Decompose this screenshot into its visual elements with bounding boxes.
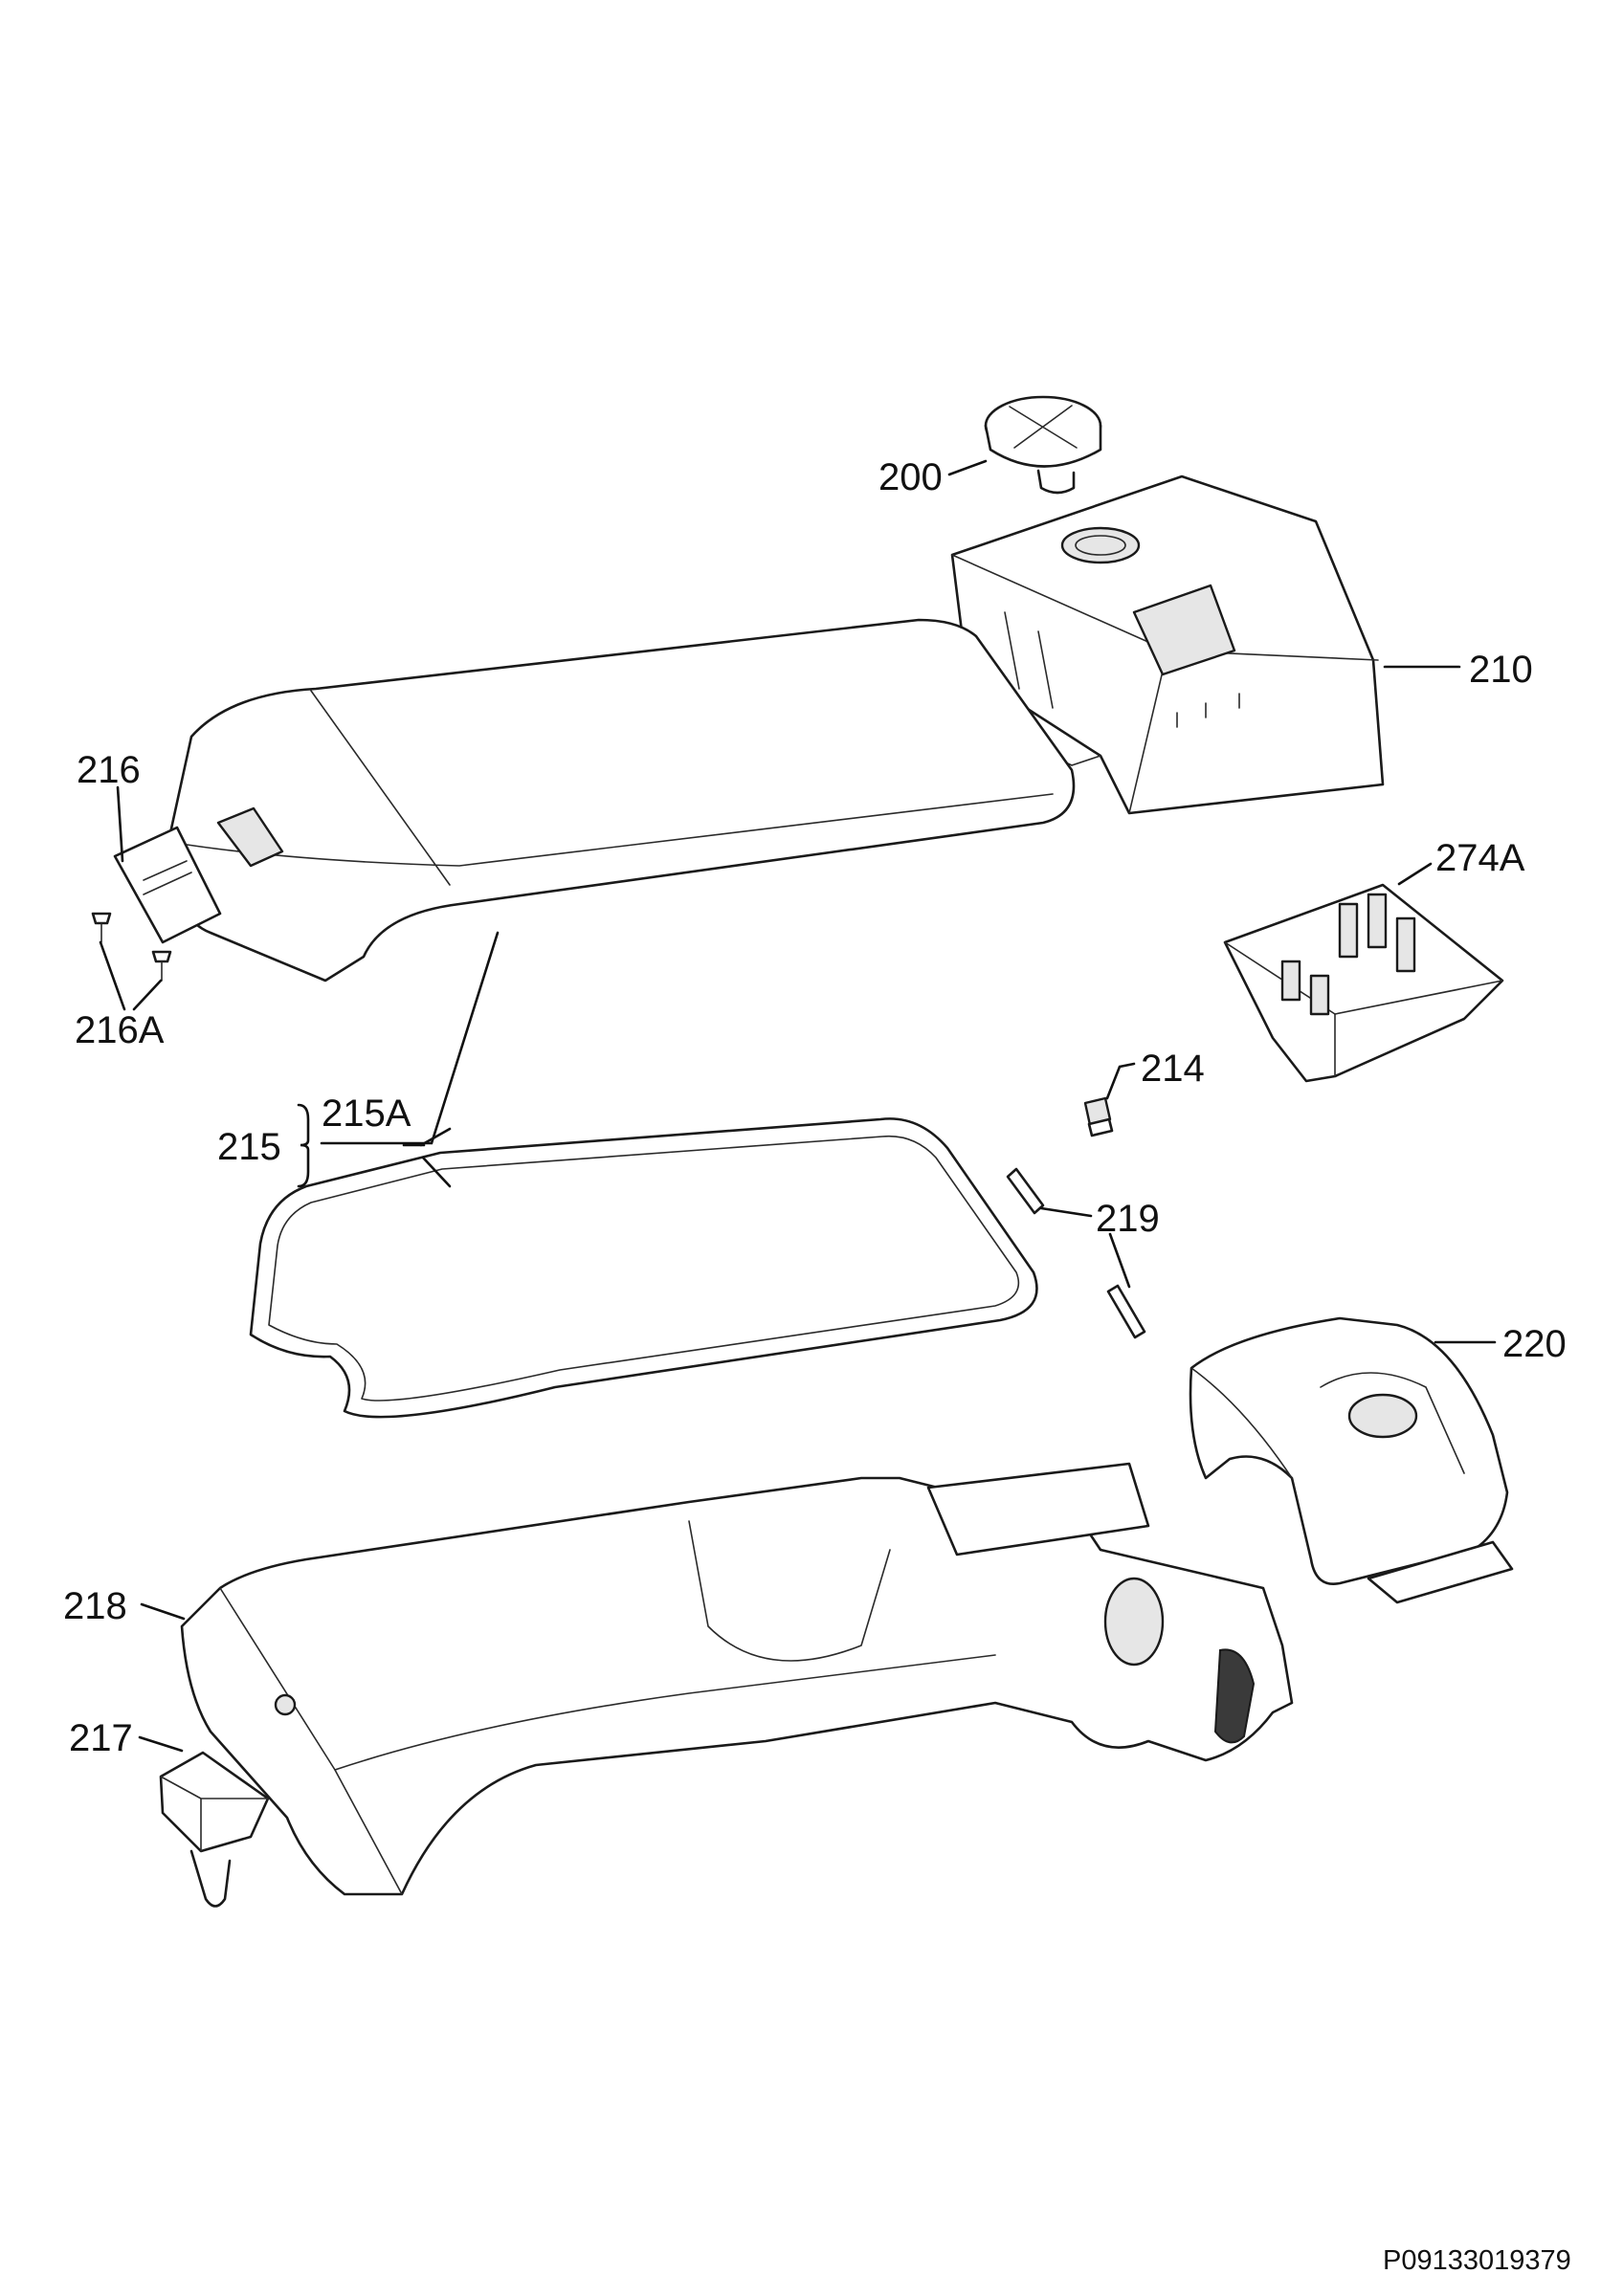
callout-219: 219 (1096, 1198, 1160, 1240)
leader-lines (99, 459, 1497, 1753)
part-200-knob (984, 395, 1102, 495)
part-216a-screws (91, 912, 172, 982)
callout-215: 215 (217, 1126, 281, 1168)
part-216-cover (113, 826, 222, 944)
callout-200: 200 (878, 456, 943, 498)
part-214-clip (1083, 1096, 1114, 1137)
callout-218: 218 (63, 1585, 127, 1627)
part-217-lock (159, 1751, 270, 1908)
document-id: P09133019379 (1383, 2245, 1571, 2276)
callout-215a: 215A (322, 1093, 411, 1135)
callout-labels: 200 210 216 274A 216A 214 215 215A 219 2… (63, 456, 1567, 1759)
callout-216a: 216A (75, 1009, 165, 1051)
callout-210: 210 (1469, 649, 1533, 691)
callout-216: 216 (77, 749, 141, 791)
part-215a-gasket (249, 1117, 1038, 1419)
part-274a-module (1223, 883, 1504, 1083)
part-210-control-panel (950, 475, 1385, 815)
part-220-handle (1189, 1316, 1514, 1604)
callout-274a: 274A (1435, 837, 1525, 879)
callout-220: 220 (1502, 1323, 1567, 1365)
callout-217: 217 (69, 1717, 133, 1759)
part-218-base-tray (180, 1462, 1294, 1896)
callout-214: 214 (1141, 1048, 1205, 1090)
part-219-pins (1006, 1167, 1146, 1339)
lid-cover (167, 618, 1076, 982)
